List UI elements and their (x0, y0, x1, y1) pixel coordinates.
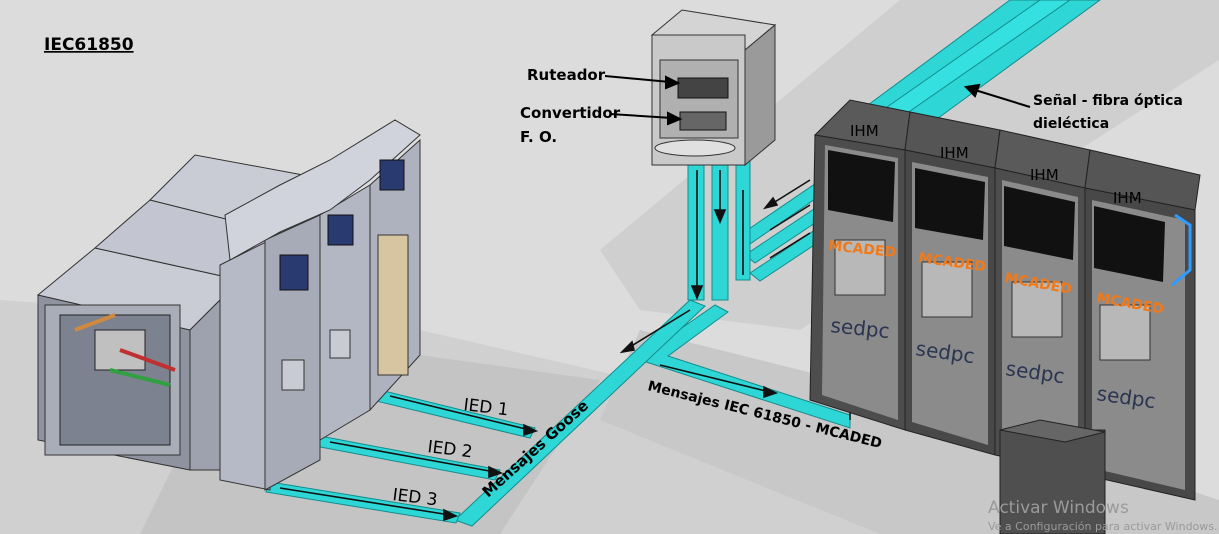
ihm-label-4: IHM (1113, 189, 1142, 207)
ihm-label-2: IHM (940, 144, 969, 162)
diagram-title: IEC61850 (44, 35, 134, 55)
fiber-junction-box (650, 9, 777, 167)
ihm-label-1: IHM (850, 122, 879, 140)
callout-arrows (604, 75, 1031, 126)
router-label: Ruteador (527, 66, 606, 84)
control-panels (809, 99, 1201, 534)
converter-label-line2: F. O. (520, 128, 557, 146)
ihm-label-3: IHM (1030, 166, 1059, 184)
switchgear-lineup (36, 119, 421, 491)
signal-label-line2: dieléctica (1033, 116, 1109, 132)
mcaded-label-1: MCADED (828, 238, 897, 261)
signal-label-line1: Señal - fibra óptica (1033, 93, 1183, 109)
activation-watermark-title: Activar Windows (988, 498, 1129, 518)
activation-watermark-subtitle: Ve a Configuración para activar Windows. (988, 520, 1218, 533)
converter-label-line1: Convertidor (520, 104, 621, 122)
